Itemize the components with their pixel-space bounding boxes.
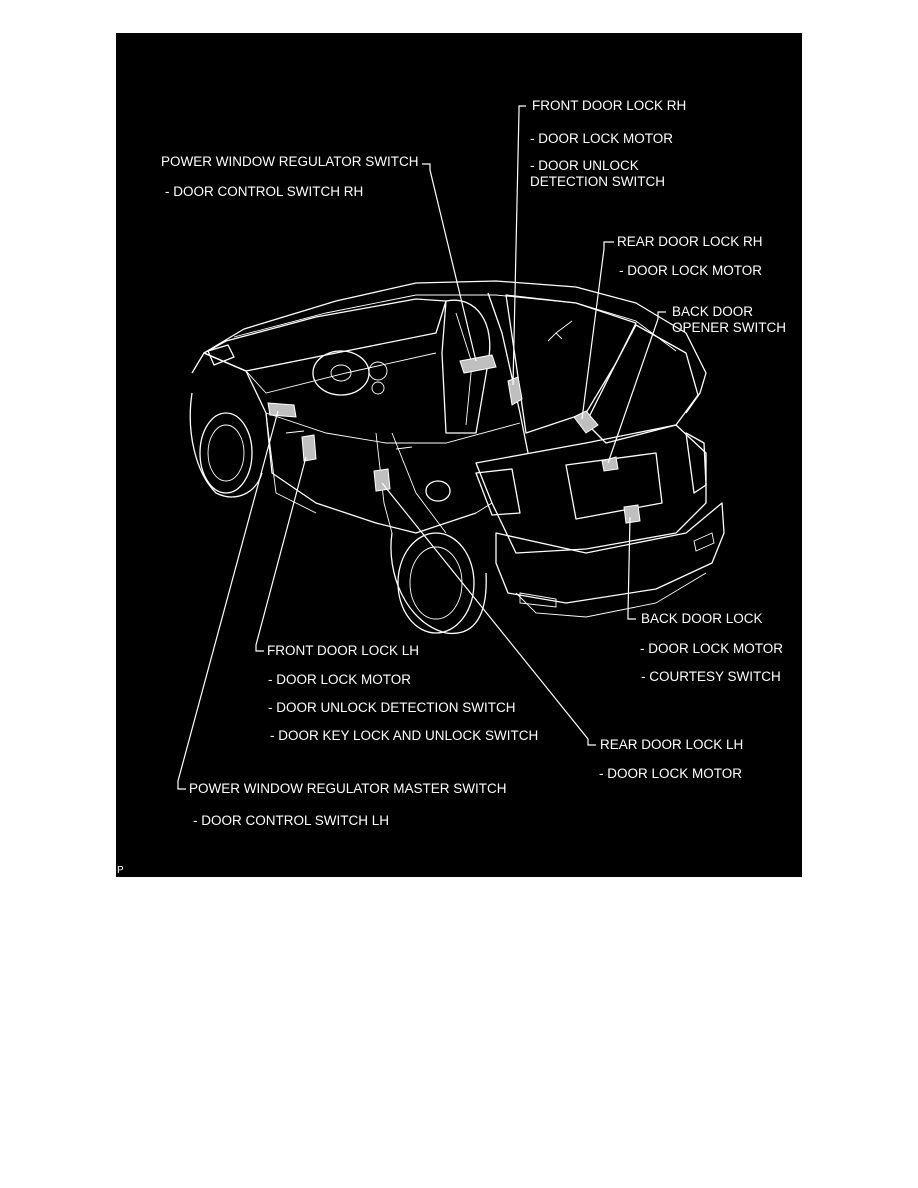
power-window-regulator-switch-item: - DOOR CONTROL SWITCH RH (165, 184, 364, 199)
rear-door-lock-rh-item: - DOOR LOCK MOTOR (619, 263, 763, 278)
rear-door-lock-lh-part (373, 468, 391, 492)
leader-lines (177, 105, 666, 790)
power-window-regulator-switch-title: POWER WINDOW REGULATOR SWITCH (161, 154, 419, 169)
front-door-lock-rh-item-door-lock-motor: - DOOR LOCK MOTOR (530, 131, 674, 146)
corner-mark: P (117, 865, 124, 876)
back-door-lock-item-motor: - DOOR LOCK MOTOR (640, 641, 784, 656)
back-door-lock-part (623, 504, 641, 524)
vehicle-illustration (177, 105, 725, 790)
back-door-opener-switch-line1: BACK DOOR (672, 304, 754, 319)
back-door-opener-switch-part (601, 456, 619, 472)
pw-master-switch-lh-part (267, 402, 297, 418)
vehicle-body (189, 280, 725, 635)
front-door-lock-rh-title: FRONT DOOR LOCK RH (532, 98, 687, 113)
front-door-lock-rh-item-unlock-detection-line1: - DOOR UNLOCK (530, 158, 639, 173)
back-door-lock-item-courtesy: - COURTESY SWITCH (641, 669, 781, 684)
rear-door-lock-rh-title: REAR DOOR LOCK RH (617, 234, 763, 249)
back-door-opener-switch-line2: OPENER SWITCH (672, 320, 787, 335)
front-door-lock-lh-part (301, 434, 317, 462)
pw-switch-rh-part (459, 354, 497, 374)
front-door-lock-lh-title: FRONT DOOR LOCK LH (267, 643, 420, 658)
front-door-lock-lh-item-unlock-detection: - DOOR UNLOCK DETECTION SWITCH (268, 700, 516, 715)
component-parts (267, 354, 641, 524)
power-window-master-switch-title: POWER WINDOW REGULATOR MASTER SWITCH (189, 781, 507, 796)
front-door-lock-rh-item-unlock-detection-line2: DETECTION SWITCH (530, 174, 665, 189)
rear-door-lock-lh-item: - DOOR LOCK MOTOR (599, 766, 743, 781)
rear-door-lock-rh-part (573, 410, 599, 434)
front-door-lock-lh-item-key-lock: - DOOR KEY LOCK AND UNLOCK SWITCH (270, 728, 539, 743)
front-door-lock-lh-item-motor: - DOOR LOCK MOTOR (268, 672, 412, 687)
front-door-lock-rh-part (507, 376, 523, 406)
rear-door-lock-lh-title: REAR DOOR LOCK LH (600, 737, 744, 752)
power-window-master-switch-item: - DOOR CONTROL SWITCH LH (193, 813, 390, 828)
back-door-lock-title: BACK DOOR LOCK (641, 611, 763, 626)
component-location-diagram: FRONT DOOR LOCK RH - DOOR LOCK MOTOR - D… (116, 33, 802, 877)
